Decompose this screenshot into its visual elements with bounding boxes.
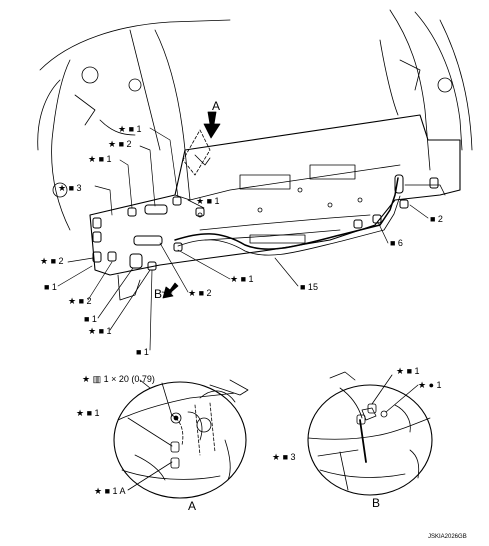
detail-b-callout-3: ★ ■ 3 [272,452,296,462]
clip-markers [92,174,439,271]
callout-left-1c: ★ ■ 1 [88,326,112,336]
vehicle-body-outline [37,9,473,231]
figure-code: JSKIA2026GB [428,534,467,540]
callout-bottom-1: ■ 1 [136,347,149,357]
detail-b-callout-circle-1: ★ ● 1 [418,380,442,390]
leader-lines [57,114,429,351]
callout-top-2: ★ ■ 2 [108,139,132,149]
detail-a-callout-1a: ★ ■ 1 A [94,486,126,496]
lower-retainer-strip [174,177,401,256]
view-label-a: A [212,99,221,113]
callout-center-1: ★ ■ 1 [230,274,254,284]
callout-top-3: ★ ■ 3 [58,183,82,193]
callout-left-1: ■ 1 [44,282,57,292]
detail-a-region [182,129,211,176]
callout-item-15: ■ 15 [300,282,318,292]
callout-left-2b: ★ ■ 2 [68,296,92,306]
callout-top-1b: ★ ■ 1 [88,154,112,164]
callout-item-6: ■ 6 [390,238,403,248]
callout-center-2: ★ ■ 2 [188,288,212,298]
detail-a-callout-1: ★ ■ 1 [76,408,100,418]
callout-top-1: ★ ■ 1 [118,124,142,134]
callout-left-2: ★ ■ 2 [40,256,64,266]
detail-b-callout-1: ★ ■ 1 [396,366,420,376]
detail-a-tape-callout: ★ ▥ 1 × 20 (0.79) [82,374,155,384]
bumper-panel [89,114,461,301]
callout-mid-1: ★ ■ 1 [196,196,220,206]
detail-b-label: B [372,496,381,510]
detail-a-view [113,379,249,499]
callout-item-2: ■ 2 [430,214,443,224]
callout-left-1b: ■ 1 [84,314,97,324]
view-label-b: B [154,287,163,301]
view-arrows [162,111,221,299]
detail-b-view [307,371,433,496]
detail-a-label: A [188,499,197,513]
